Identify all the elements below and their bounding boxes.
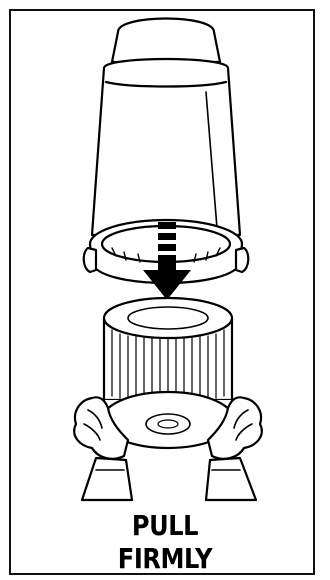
filter-canister-icon [84,19,249,284]
instruction-caption-line-1: PULL [23,512,307,540]
instruction-caption-line-2: FIRMLY [23,545,307,573]
cartridge-filter-icon [102,298,234,448]
